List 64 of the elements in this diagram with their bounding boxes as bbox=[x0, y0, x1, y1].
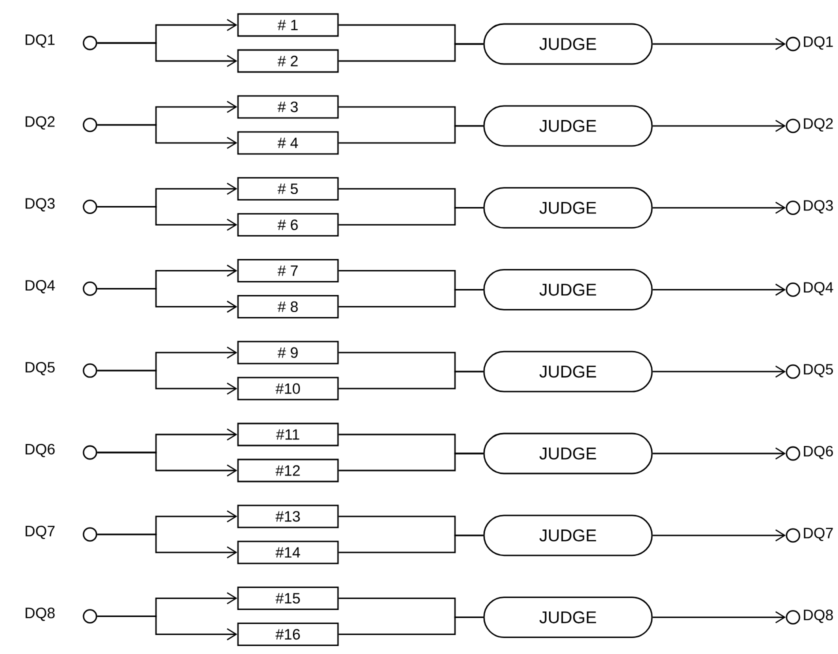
terminal-label: DQ1 bbox=[804, 36, 833, 50]
memory-box: #11 bbox=[237, 422, 339, 446]
connector bbox=[652, 120, 786, 132]
memory-box: # 3 bbox=[237, 95, 339, 119]
connector bbox=[338, 616, 484, 635]
memory-box: # 6 bbox=[237, 213, 339, 236]
judge-box: JUDGE bbox=[483, 514, 653, 556]
judge-box: JUDGE bbox=[483, 269, 653, 310]
memory-box: # 5 bbox=[237, 177, 339, 200]
connector bbox=[338, 370, 484, 390]
terminal-label: DQ8 bbox=[804, 610, 833, 623]
terminal-label: DQ5 bbox=[26, 362, 55, 376]
connector bbox=[652, 366, 786, 378]
connector bbox=[338, 207, 484, 226]
terminal-label: DQ4 bbox=[804, 282, 834, 296]
connector bbox=[338, 125, 484, 144]
connector bbox=[652, 202, 786, 214]
memory-box: # 2 bbox=[237, 49, 339, 73]
connector bbox=[652, 447, 786, 460]
connector bbox=[97, 534, 238, 558]
connector bbox=[652, 611, 786, 624]
terminal-label: DQ7 bbox=[804, 528, 833, 542]
connector bbox=[338, 534, 484, 554]
connector bbox=[97, 452, 238, 477]
terminal-label: DQ8 bbox=[26, 608, 55, 621]
terminal-label: DQ1 bbox=[26, 34, 55, 48]
memory-box: # 4 bbox=[237, 131, 339, 155]
terminal-label: DQ7 bbox=[26, 526, 55, 540]
connector bbox=[652, 38, 786, 50]
memory-box: # 7 bbox=[237, 259, 339, 282]
memory-box: #12 bbox=[237, 458, 339, 482]
terminal-label: DQ3 bbox=[804, 200, 833, 214]
terminal-label: DQ3 bbox=[26, 198, 55, 212]
connector bbox=[97, 616, 238, 640]
connector bbox=[97, 42, 238, 67]
connector bbox=[338, 289, 484, 308]
terminal-label: DQ6 bbox=[804, 446, 833, 460]
connector bbox=[97, 124, 238, 149]
connector bbox=[652, 529, 786, 542]
connector bbox=[97, 370, 238, 395]
memory-box: #13 bbox=[237, 504, 339, 528]
terminal-label: DQ2 bbox=[26, 116, 55, 130]
terminal-label: DQ6 bbox=[26, 444, 55, 458]
memory-box: # 1 bbox=[237, 13, 339, 37]
judge-box: JUDGE bbox=[483, 596, 653, 638]
memory-box: # 8 bbox=[237, 295, 339, 318]
connector bbox=[97, 288, 238, 313]
judge-box: JUDGE bbox=[483, 350, 653, 392]
connector bbox=[338, 452, 484, 472]
terminal-label: DQ5 bbox=[804, 364, 833, 378]
connector bbox=[652, 284, 786, 296]
memory-box: #15 bbox=[237, 586, 339, 610]
judge-box: JUDGE bbox=[483, 23, 653, 65]
connector bbox=[338, 43, 484, 62]
terminal-label: DQ4 bbox=[26, 280, 55, 294]
memory-box: # 9 bbox=[237, 340, 339, 364]
judge-box: JUDGE bbox=[483, 105, 653, 147]
judge-box: JUDGE bbox=[483, 432, 653, 474]
terminal-label: DQ2 bbox=[804, 118, 833, 132]
memory-box: #14 bbox=[237, 540, 339, 564]
judge-box: JUDGE bbox=[483, 187, 653, 228]
connector bbox=[97, 206, 238, 231]
memory-box: #16 bbox=[237, 622, 339, 646]
memory-box: #10 bbox=[237, 376, 339, 400]
